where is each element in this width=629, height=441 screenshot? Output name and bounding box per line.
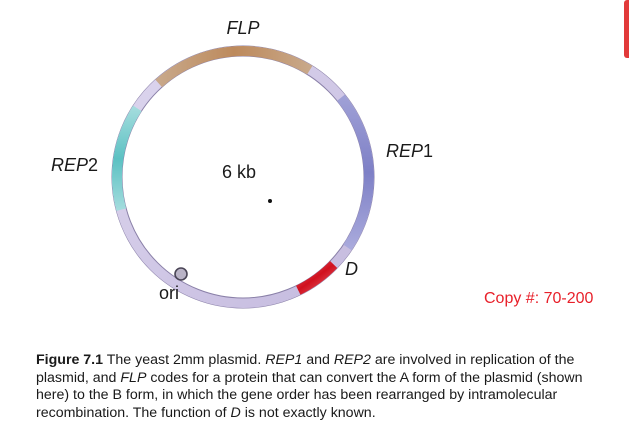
d-label: D: [345, 259, 358, 279]
caption-italic-run: FLP: [120, 369, 147, 386]
caption-run: is not exactly known.: [240, 404, 376, 421]
caption-text: The yeast 2mm plasmid. REP1 and REP2 are…: [36, 352, 583, 421]
size-label: 6 kb: [222, 162, 256, 182]
rep2-label: REP2: [51, 155, 98, 175]
ori-label: ori: [159, 283, 179, 303]
figure-caption: Figure 7.1 The yeast 2mm plasmid. REP1 a…: [36, 352, 604, 422]
flp-gene-segment: [155, 46, 313, 88]
caption-italic-run: D: [230, 404, 241, 421]
flp-label: FLP: [226, 18, 259, 38]
plasmid-ring-outline-inner: [121, 55, 365, 299]
ori-marker: [174, 267, 188, 281]
caption-italic-run: REP2: [333, 352, 371, 368]
caption-run: are involved in replication of the plasm…: [36, 352, 575, 386]
copy-number-note: Copy #: 70-200: [484, 290, 594, 307]
figure-label: Figure 7.1: [36, 352, 104, 368]
caption-run: and: [302, 352, 334, 368]
center-dot: [268, 199, 272, 203]
caption-italic-run: REP1: [265, 352, 303, 368]
rep1-label: REP1: [386, 141, 433, 161]
rep1-gene-segment: [337, 94, 374, 251]
d-gene-segment: [295, 260, 338, 295]
plasmid-diagram: FLP REP1 REP2 D 6 kb ori: [51, 18, 433, 309]
rep2-gene-segment: [112, 105, 142, 211]
caption-run: The yeast 2mm plasmid.: [103, 352, 266, 368]
caption-run: codes for a protein that can convert the…: [36, 369, 583, 421]
edge-tab: [624, 0, 629, 58]
